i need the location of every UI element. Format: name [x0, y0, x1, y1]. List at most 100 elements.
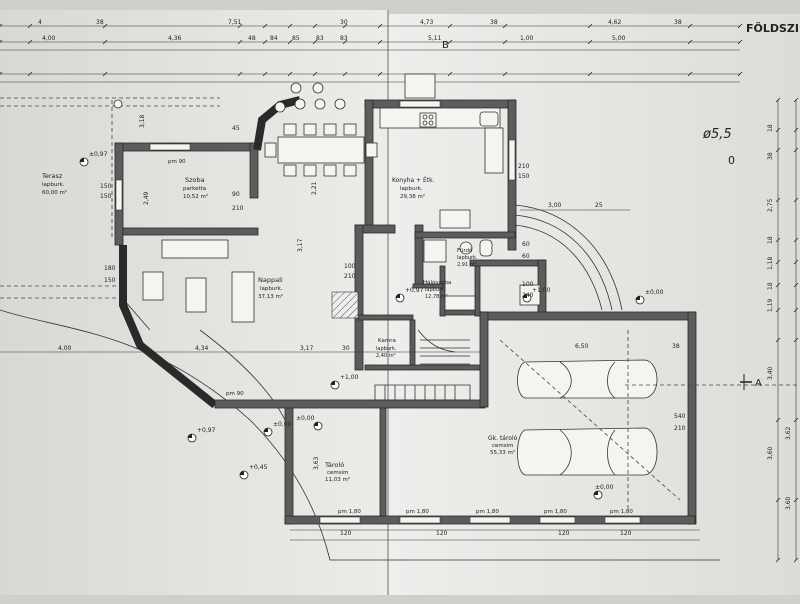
dim-label: 85 [292, 35, 300, 42]
right-dimension-chain: 18 38 2,75 18 1,18 18 1,19 3,40 3,60 3,6… [767, 97, 799, 563]
level-label: ±0,00 [296, 415, 315, 422]
car-upper [517, 359, 658, 399]
dim-label: 4,34 [195, 345, 209, 352]
room-name-szoba: Szoba [185, 176, 205, 184]
dim-label: 210 [518, 163, 530, 170]
room-floor-garazs: cemsim [492, 443, 514, 449]
dimension-tick [793, 337, 799, 343]
section-marker-a: A [740, 374, 762, 390]
room-area-kamra: 2,40 m² [376, 353, 396, 359]
room-name-kamra: Kamra [378, 338, 396, 344]
dim-label: 150 [104, 277, 116, 284]
dimension-tick [502, 71, 508, 77]
room-labels: Terasz lapburk. 60,00 m² Szoba parketta … [41, 172, 518, 483]
dimension-tick [262, 23, 268, 29]
dim-label: 2,49 [143, 191, 150, 205]
dim-label: 2,21 [311, 181, 318, 195]
room-name-konyha: Konyha + Étk. [392, 176, 435, 184]
dim-label: 1,00 [520, 35, 534, 42]
dimension-tick [312, 71, 318, 77]
dimension-tick [775, 557, 781, 563]
dim-label: 3,18 [139, 114, 146, 128]
dim-label: 4,00 [58, 345, 72, 352]
dimension-tick [237, 39, 243, 45]
room-floor-haloszoba: lapburk. [425, 287, 446, 293]
kitchen-counter [379, 73, 504, 229]
dimension-tick [377, 39, 383, 45]
room-area-garazs: 55,33 m² [490, 449, 515, 456]
dimension-tick [312, 39, 318, 45]
dimension-tick [793, 282, 799, 288]
dimension-tick [687, 23, 693, 29]
dimension-tick [793, 259, 799, 265]
level-label: ±0,00 [595, 484, 614, 491]
dimension-tick [775, 127, 781, 133]
dimension-tick [793, 557, 799, 563]
dim-label: 30 [340, 19, 348, 26]
dim-label: pm 1,80 [476, 509, 499, 515]
dimension-tick [287, 23, 293, 29]
dim-label: 3,17 [297, 238, 304, 252]
room-name-nappali: Nappali [258, 276, 283, 284]
dim-label: 120 [340, 530, 352, 537]
dimension-tick [775, 97, 781, 103]
dimension-tick [793, 147, 799, 153]
dimension-tick [342, 23, 348, 29]
dim-label: 3,60 [785, 496, 792, 510]
dim-label: 45 [232, 125, 240, 132]
room-name-furdo: Fürdő [457, 248, 473, 254]
dim-label: 1,18 [767, 256, 774, 270]
level-label: +1,00 [340, 374, 359, 381]
dimension-tick [793, 307, 799, 313]
dimension-tick [237, 71, 243, 77]
dim-label: 25 [595, 202, 603, 209]
garage-dashed-lines [499, 330, 800, 510]
dim-label: 3,40 [767, 366, 774, 380]
room-floor-furdo: lapburk. [457, 255, 478, 261]
room-floor-nappali: lapburk. [260, 286, 283, 292]
dim-label: pm 1,80 [544, 509, 567, 515]
section-mark-b: B [442, 40, 449, 51]
dimension-tick [27, 71, 33, 77]
dim-label: 120 [436, 530, 448, 537]
room-name-terasz: Terasz [41, 172, 63, 180]
dimension-tick [0, 23, 3, 27]
dimension-tick [0, 71, 3, 75]
dimension-tick [237, 23, 243, 29]
dimension-tick [793, 497, 799, 503]
dimension-tick [262, 39, 268, 45]
dimension-tick [737, 71, 743, 77]
dim-label: 150 [518, 173, 530, 180]
dim-label: 3,00 [548, 202, 562, 209]
living-furniture [142, 239, 476, 323]
room-area-konyha: 29,38 m² [400, 193, 425, 200]
dim-label: 5,00 [612, 35, 626, 42]
dim-label: 4,73 [420, 19, 434, 26]
dim-label: pm 1,80 [610, 509, 633, 515]
dimension-tick [342, 71, 348, 77]
dim-label: 38 [672, 343, 680, 350]
handwritten-note: ø5,5 [702, 127, 732, 142]
dimension-tick [287, 39, 293, 45]
car-lower [517, 427, 658, 476]
room-name-garazs: Gk. tároló [488, 435, 518, 442]
dimension-tick [287, 71, 293, 77]
dim-label: 38 [767, 152, 774, 160]
dimension-tick [587, 71, 593, 77]
room-area-szoba: 10,52 m² [183, 193, 208, 200]
dim-label: 100 [522, 281, 534, 288]
dim-label: 540 [674, 413, 686, 420]
dimension-tick [502, 39, 508, 45]
level-label: +0,45 [249, 464, 268, 471]
dimension-tick [775, 337, 781, 343]
dim-label: 100 [344, 263, 356, 270]
level-label: +1,00 [532, 287, 551, 294]
dimension-tick [102, 39, 108, 45]
dimension-tick [775, 259, 781, 265]
dimension-tick [737, 39, 743, 45]
dimension-tick [687, 71, 693, 77]
dim-label: 60 [522, 253, 530, 260]
handwritten-mark: 0 [728, 154, 735, 167]
dim-label: 1,19 [767, 298, 774, 312]
